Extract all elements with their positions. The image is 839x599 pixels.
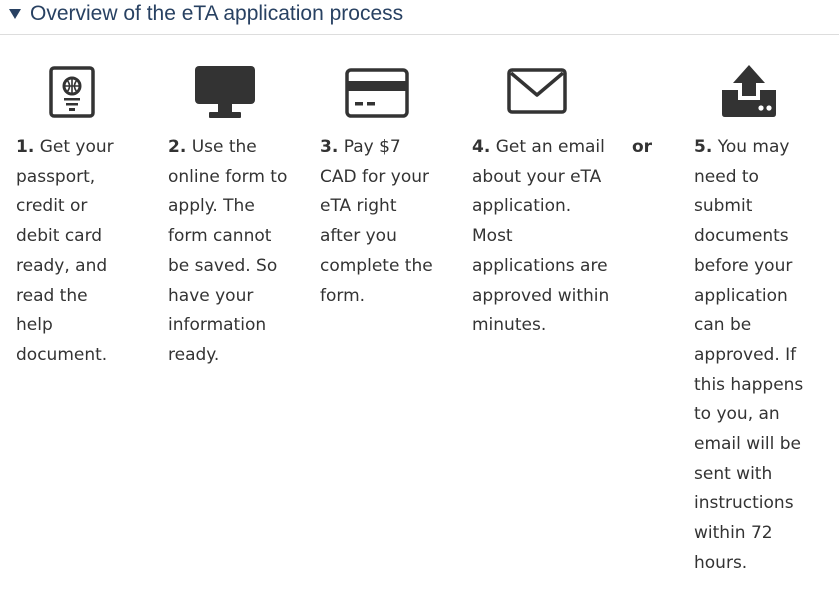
section-header[interactable]: Overview of the eTA application process [0, 0, 839, 35]
step-1-number: 1. [16, 137, 35, 157]
credit-card-icon [345, 68, 409, 118]
step-4-description: Get an email about your eTA application.… [472, 137, 610, 336]
passport-icon [49, 66, 95, 118]
step-1-text: 1. Get your passport, credit or debit ca… [16, 133, 128, 371]
step-2-text: 2. Use the online form to apply. The for… [168, 133, 288, 371]
step-4-text: 4. Get an email about your eTA applicati… [472, 133, 612, 341]
step-3-number: 3. [320, 137, 339, 157]
step-2-description: Use the online form to apply. The form c… [168, 137, 288, 365]
step-5-number: 5. [694, 137, 713, 157]
step-3-description: Pay $7 CAD for your eTA right after you … [320, 137, 433, 306]
step-4-number: 4. [472, 137, 491, 157]
step-3-text: 3. Pay $7 CAD for your eTA right after y… [320, 133, 442, 311]
or-label: or [632, 137, 653, 157]
section-title[interactable]: Overview of the eTA application process [30, 2, 404, 25]
step-5-description: You may need to submit documents before … [694, 137, 804, 573]
step-1-description: Get your passport, credit or debit card … [16, 137, 114, 365]
step-2-number: 2. [168, 137, 187, 157]
collapse-caret-icon[interactable] [9, 9, 21, 19]
computer-monitor-icon [193, 64, 257, 120]
step-5-text: 5. You may need to submit documents befo… [694, 133, 818, 579]
upload-icon [720, 64, 778, 118]
envelope-icon [507, 68, 567, 114]
